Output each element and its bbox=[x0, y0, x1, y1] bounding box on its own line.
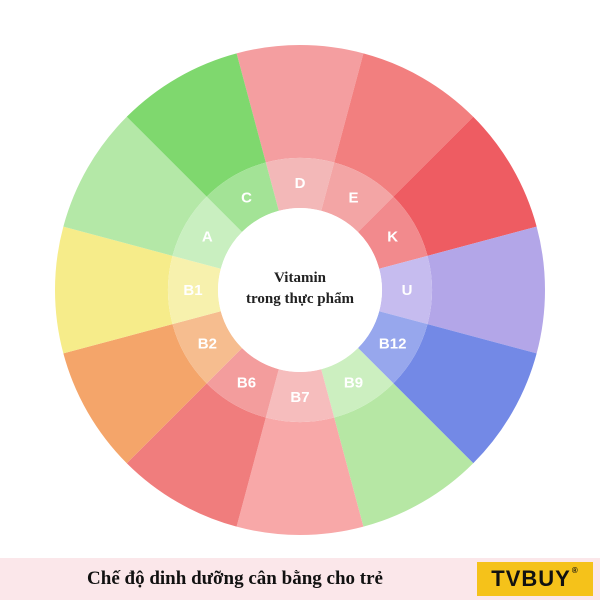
ring-b12 bbox=[357, 311, 428, 384]
vitamin-label-b12: B12 bbox=[379, 336, 407, 353]
ring-b9 bbox=[321, 347, 394, 418]
center-circle bbox=[218, 208, 382, 372]
segment-a bbox=[63, 116, 207, 256]
vitamin-label-k: K bbox=[387, 229, 398, 246]
ring-b2 bbox=[172, 311, 243, 384]
brand-name: TVBUY bbox=[491, 566, 571, 591]
ring-b7 bbox=[265, 369, 335, 422]
segment-b7 bbox=[236, 417, 364, 535]
ring-e bbox=[321, 162, 394, 233]
ring-b1 bbox=[168, 255, 221, 325]
ring-u bbox=[379, 255, 432, 325]
brand-logo: TVBUY® bbox=[477, 562, 593, 596]
brand-registered-mark: ® bbox=[571, 566, 579, 575]
footer-title: Chế độ dinh dưỡng cân bằng cho trẻ bbox=[87, 568, 383, 589]
vitamin-label-e: E bbox=[348, 189, 358, 206]
wheel-center-title: Vitamin trong thực phẩm bbox=[212, 268, 388, 310]
ring-c bbox=[206, 162, 279, 233]
vitamin-label-a: A bbox=[202, 229, 213, 246]
segment-b6 bbox=[126, 383, 266, 527]
vitamin-label-u: U bbox=[402, 282, 413, 299]
segment-e bbox=[334, 53, 474, 197]
vitamin-label-b9: B9 bbox=[344, 375, 363, 392]
ring-d bbox=[265, 158, 335, 211]
segment-c bbox=[126, 53, 266, 197]
segment-b12 bbox=[393, 324, 537, 464]
segment-u bbox=[427, 226, 545, 354]
segment-d bbox=[236, 45, 364, 163]
segment-k bbox=[393, 116, 537, 256]
ring-a bbox=[172, 196, 243, 269]
vitamin-label-b7: B7 bbox=[290, 389, 309, 406]
segment-b2 bbox=[63, 324, 207, 464]
vitamin-label-b1: B1 bbox=[183, 282, 202, 299]
ring-k bbox=[357, 196, 428, 269]
segment-b1 bbox=[54, 226, 173, 354]
center-title-line2: trong thực phẩm bbox=[246, 291, 354, 307]
center-title-line1: Vitamin bbox=[274, 270, 326, 286]
ring-b6 bbox=[206, 347, 279, 418]
vitamin-label-b2: B2 bbox=[198, 336, 217, 353]
footer-banner: Chế độ dinh dưỡng cân bằng cho trẻ TVBUY… bbox=[0, 558, 600, 600]
segment-b9 bbox=[334, 383, 474, 527]
vitamin-label-b6: B6 bbox=[237, 375, 256, 392]
vitamin-label-d: D bbox=[295, 175, 306, 192]
vitamin-label-c: C bbox=[241, 189, 252, 206]
